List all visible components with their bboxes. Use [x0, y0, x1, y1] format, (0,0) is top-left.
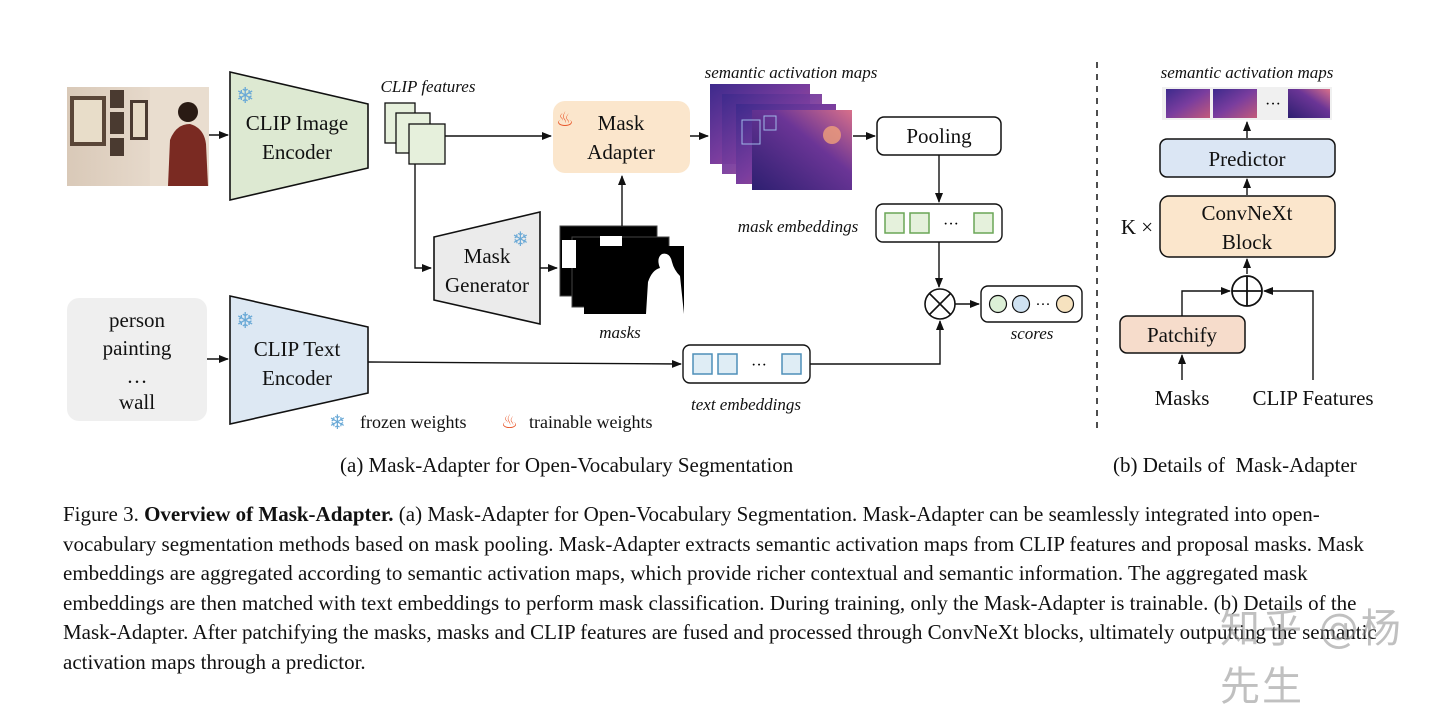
- convnext-block-line2: Block: [1222, 230, 1273, 254]
- mask-generator: [433, 210, 541, 326]
- figure-caption: Figure 3. Overview of Mask-Adapter. (a) …: [63, 500, 1393, 677]
- masks-label: masks: [599, 323, 641, 342]
- patchify-label: Patchify: [1147, 323, 1217, 347]
- mask-embeddings-label: mask embeddings: [738, 217, 859, 236]
- mask-embeddings-ellipsis: ···: [943, 216, 959, 233]
- caption-prefix: Figure 3.: [63, 502, 145, 526]
- legend-trainable: trainable weights: [529, 412, 652, 432]
- image-encoder-line1: CLIP Image: [246, 111, 348, 135]
- legend-frozen: frozen weights: [360, 412, 466, 432]
- panel-b-masks-label: Masks: [1155, 386, 1210, 410]
- clip-features-stack: [384, 102, 446, 165]
- caption-title: Overview of Mask-Adapter.: [144, 502, 394, 526]
- score-circle: [988, 294, 1008, 314]
- text-encoder-line2: Encoder: [262, 366, 332, 390]
- mask-generator-line1: Mask: [464, 244, 511, 268]
- text-embedding-square: [781, 353, 802, 375]
- clip-image-encoder: [229, 70, 369, 202]
- panel-b-clip-features-label: CLIP Features: [1252, 386, 1373, 410]
- predictor-label: Predictor: [1209, 147, 1286, 171]
- panel-b-semantic-maps: [1162, 87, 1332, 120]
- class-name-wall: wall: [119, 390, 155, 414]
- product-operator: [924, 288, 956, 320]
- caption-body: (a) Mask-Adapter for Open-Vocabulary Seg…: [63, 502, 1377, 674]
- mask-generator-line2: Generator: [445, 273, 529, 297]
- arrow-text-embeddings-to-product: [810, 320, 944, 365]
- text-embeddings-label: text embeddings: [691, 395, 801, 414]
- text-embedding-square: [692, 353, 713, 375]
- class-names-box: [67, 298, 207, 421]
- arrow-text-encoder-to-embeddings: [367, 359, 682, 368]
- arrow-patchify-to-add: [1181, 287, 1231, 316]
- add-operator: [1231, 275, 1263, 307]
- mask-adapter-line1: Mask: [598, 111, 645, 135]
- watermark: 知乎 @杨先生: [1220, 606, 1403, 710]
- image-encoder-line2: Encoder: [262, 140, 332, 164]
- masks-stack: [559, 225, 684, 314]
- arrow-features-to-add: [1263, 287, 1314, 380]
- input-photo: [67, 87, 209, 186]
- scores-label: scores: [1011, 324, 1054, 343]
- semantic-maps-label: semantic activation maps: [705, 63, 878, 82]
- mask-embedding-square: [973, 212, 994, 234]
- mask-embedding-square: [909, 212, 930, 234]
- convnext-block-box: [1159, 195, 1336, 258]
- architecture-diagram: ❄ CLIP Image Encoder CLIP features ♨ Mas…: [67, 62, 1374, 434]
- mask-adapter-box: [553, 101, 690, 173]
- panel-a-caption: (a) Mask-Adapter for Open-Vocabulary Seg…: [340, 453, 794, 477]
- mask-embedding-square: [884, 212, 905, 234]
- score-circle: [1055, 294, 1075, 314]
- arrow-features-to-generator: [414, 164, 432, 272]
- mask-adapter-line2: Adapter: [587, 140, 655, 164]
- panel-b-semantic-maps-label: semantic activation maps: [1161, 63, 1334, 82]
- class-name-ellipsis: …: [127, 364, 148, 388]
- predictor-box: [1159, 138, 1336, 178]
- fire-icon: ♨: [501, 412, 518, 433]
- pooling-label: Pooling: [906, 124, 972, 148]
- repeat-label: K ×: [1121, 215, 1153, 239]
- fire-icon: ♨: [556, 109, 574, 131]
- snowflake-icon: ❄: [329, 412, 346, 434]
- snowflake-icon: ❄: [236, 308, 254, 333]
- snowflake-icon: ❄: [236, 83, 254, 108]
- convnext-block-line1: ConvNeXt: [1202, 201, 1293, 225]
- clip-features-label: CLIP features: [381, 77, 476, 96]
- text-encoder-line1: CLIP Text: [254, 337, 341, 361]
- panel-b-maps-ellipsis: ···: [1265, 96, 1281, 113]
- text-embedding-square: [717, 353, 738, 375]
- clip-text-encoder: [229, 295, 369, 425]
- snowflake-icon: ❄: [512, 229, 529, 251]
- class-name-painting: painting: [103, 336, 172, 360]
- score-circle: [1011, 294, 1031, 314]
- class-name-person: person: [109, 308, 165, 332]
- scores-ellipsis: ···: [1036, 297, 1051, 313]
- scores-box: [980, 285, 1083, 323]
- text-embeddings-ellipsis: ···: [751, 357, 767, 374]
- panel-b-caption: (b) Details of Mask-Adapter: [1113, 453, 1357, 477]
- semantic-activation-maps: [710, 84, 852, 190]
